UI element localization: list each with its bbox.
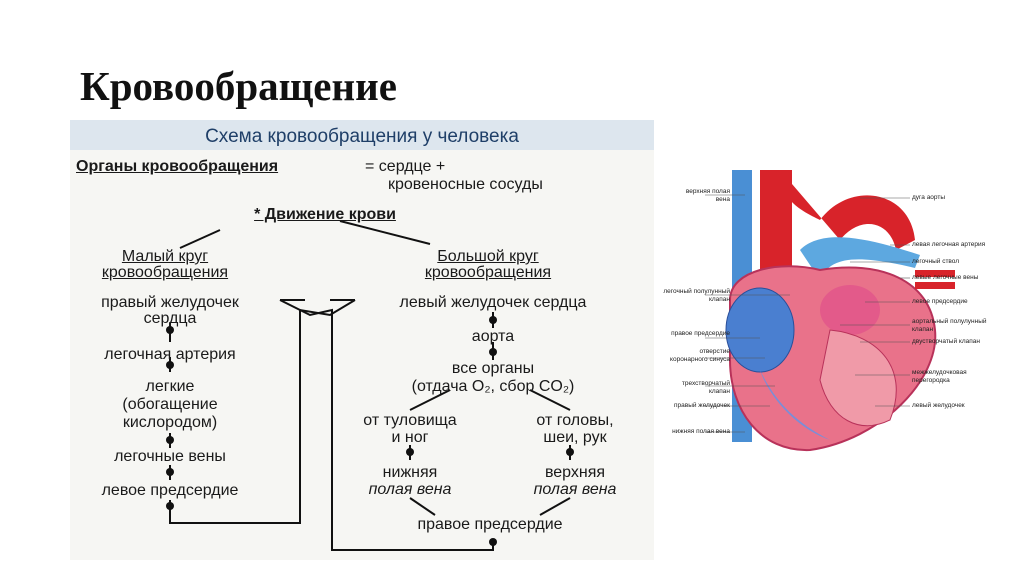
label-left-atrium: левое предсердие — [912, 298, 968, 305]
label-left-pulmonary-artery: левая легочная артерия — [912, 241, 986, 248]
left-branch: от туловища — [363, 412, 457, 429]
right-branch: шеи, рук — [543, 429, 607, 446]
small-step: легкие — [145, 378, 195, 395]
arrow-to-big-circle — [339, 220, 431, 245]
arrow-to-right-atrium — [409, 497, 436, 516]
big-step: аорта — [471, 328, 515, 345]
heart-diagram: верхняя полая вена легочный полулунный к… — [660, 160, 1020, 460]
organs-label: Органы кровообращения — [76, 158, 279, 175]
label-inferior-vena-cava: нижняя полая вена — [672, 428, 730, 435]
left-branch: нижняя — [382, 464, 438, 481]
right-atrium — [725, 287, 795, 373]
big-circle-title-1: Большой круг — [437, 248, 539, 265]
loop-left — [169, 299, 356, 524]
label-aortic-valve: аортальный полулунный клапан — [912, 318, 987, 333]
big-circle-title-2: кровообращения — [424, 264, 552, 281]
left-branch: и ног — [391, 429, 429, 446]
scheme-header-bar — [70, 120, 654, 150]
small-step: кислородом) — [122, 414, 218, 431]
label-right-ventricle: правый желудочек — [674, 402, 730, 409]
big-step: (отдача O₂, сбор CO₂) — [411, 378, 575, 395]
label-left-pulmonary-veins: левые легочные вены — [912, 274, 979, 281]
organs-equation-2: кровеносные сосуды — [388, 176, 543, 193]
label-tricuspid-valve: трехстворчатый клапан — [681, 380, 730, 395]
small-step: легочные вены — [114, 448, 226, 465]
right-branch: полая вена — [533, 481, 617, 498]
left-branch: полая вена — [368, 481, 452, 498]
small-circle-title-1: Малый круг — [121, 248, 209, 265]
arrow-to-right-atrium — [539, 497, 571, 516]
pulmonary-vein — [915, 270, 955, 277]
label-right-atrium: правое предсердие — [671, 330, 730, 337]
aorta-arch — [780, 170, 915, 250]
scheme-title: Схема кровообращения у человека — [205, 126, 519, 147]
label-left-ventricle: левый желудочек — [912, 402, 965, 409]
big-step: левый желудочек сердца — [399, 294, 587, 311]
small-step: (обогащение — [122, 396, 218, 413]
label-coronary-sinus: отверстие коронарного синуса — [670, 348, 730, 363]
small-step: сердца — [143, 310, 197, 327]
label-mitral-valve: двустворчатый клапан — [912, 338, 980, 345]
aorta-trunk — [760, 170, 792, 280]
branch-right — [529, 389, 571, 411]
label-interventricular-septum: межжелудочковая перегородка — [912, 369, 967, 384]
right-atrium-end: правое предсердие — [417, 516, 563, 533]
pulmonary-trunk — [800, 237, 920, 280]
loop-right — [279, 299, 494, 551]
right-branch: верхняя — [544, 464, 606, 481]
branch-left — [409, 389, 451, 411]
label-pulmonary-valve: легочный полулунный клапан — [663, 288, 730, 303]
pulmonary-vein — [915, 282, 955, 289]
small-step: левое предсердие — [101, 482, 239, 499]
movement-label: * Движение крови — [254, 206, 396, 223]
circulation-scheme: Схема кровообращения у человека Органы к… — [70, 120, 654, 560]
small-step: правый желудочек — [101, 294, 239, 311]
organs-equation: = сердце + — [365, 158, 446, 175]
label-pulmonary-trunk: легочный ствол — [912, 258, 960, 265]
label-superior-vena-cava: верхняя полая вена — [685, 188, 730, 203]
slide-title: Кровообращение — [80, 63, 397, 109]
left-atrium — [820, 285, 880, 335]
label-aortic-arch: дуга аорты — [912, 194, 946, 201]
heart-illustration — [705, 170, 955, 452]
big-step: все органы — [451, 360, 535, 377]
arrow-to-small-circle — [179, 229, 221, 249]
small-step: легочная артерия — [104, 346, 236, 363]
scheme-arrows — [166, 220, 574, 551]
small-circle-title-2: кровообращения — [101, 264, 229, 281]
right-branch: от головы, — [536, 412, 614, 429]
